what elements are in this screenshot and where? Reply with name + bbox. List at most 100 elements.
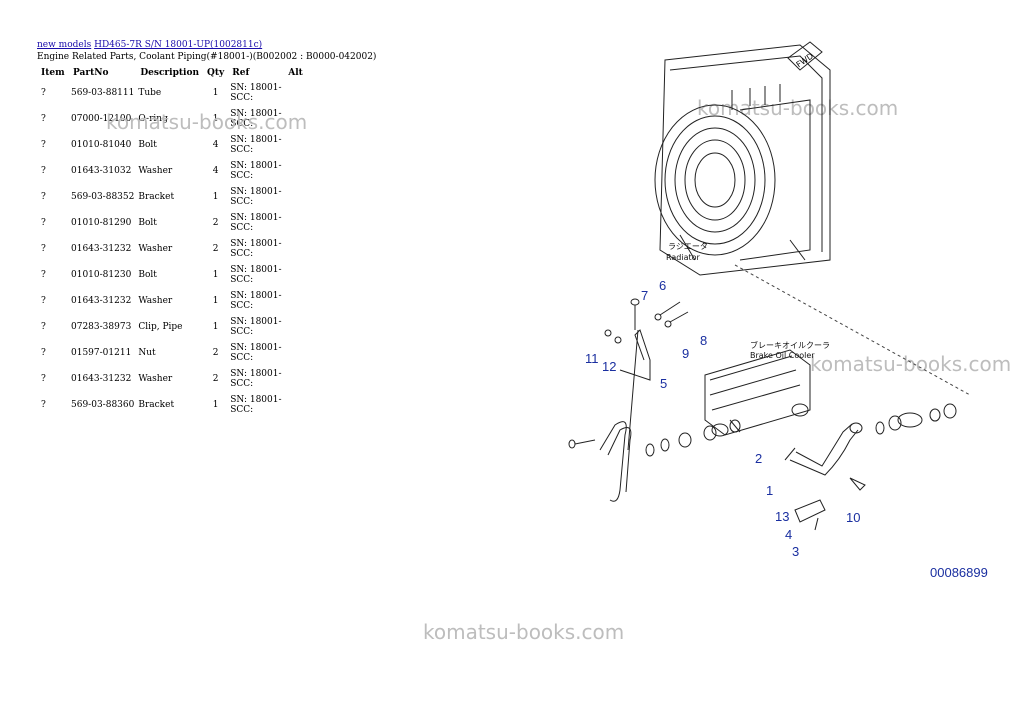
cell-qty: 4 xyxy=(212,140,219,150)
table-row: ? 01010-81040 Bolt 4 SN: 18001-SCC: xyxy=(37,132,307,158)
cell-description: Bolt xyxy=(138,140,157,150)
page-subtitle: Engine Related Parts, Coolant Piping(#18… xyxy=(37,52,377,62)
cell-ref: SN: 18001-SCC: xyxy=(230,187,282,207)
watermark: komatsu-books.com xyxy=(697,96,899,120)
cell-qty: 1 xyxy=(212,114,219,124)
callout-7: 7 xyxy=(641,288,648,303)
cell-item: ? xyxy=(41,166,46,176)
callout-10: 10 xyxy=(846,510,860,525)
cell-item: ? xyxy=(41,270,46,280)
hose-fittings xyxy=(645,403,957,457)
cell-partno: 01010-81230 xyxy=(71,270,132,280)
callout-11: 11 xyxy=(585,351,599,366)
breadcrumb-link-model[interactable]: HD465-7R S/N 18001-UP(1002811c) xyxy=(94,40,263,50)
watermark: komatsu-books.com xyxy=(810,352,1012,376)
cell-alt xyxy=(284,184,307,210)
callout-5: 5 xyxy=(660,376,667,391)
cooler-jp-label: ブレーキオイルクーラ xyxy=(750,340,830,350)
parts-diagram: FWD ラジエータ Radiator ブレーキオイルクーラ Brake Oil … xyxy=(568,41,971,559)
radiator-drawing xyxy=(654,44,831,276)
table-row: ? 07283-38973 Clip, Pipe 1 SN: 18001-SCC: xyxy=(37,314,307,340)
cell-ref: SN: 18001-SCC: xyxy=(230,135,282,155)
column-header-description: Description xyxy=(140,68,199,78)
cell-description: Washer xyxy=(138,374,173,384)
cell-ref: SN: 18001-SCC: xyxy=(230,291,282,311)
callout-6: 6 xyxy=(659,278,666,293)
cell-description: Bolt xyxy=(138,270,157,280)
cell-partno: 01643-31232 xyxy=(71,374,132,384)
cell-partno: 01643-31232 xyxy=(71,244,132,254)
cell-qty: 1 xyxy=(212,322,219,332)
cell-item: ? xyxy=(41,296,46,306)
breadcrumb: new models HD465-7R S/N 18001-UP(1002811… xyxy=(37,40,262,51)
cell-ref: SN: 18001-SCC: xyxy=(230,213,282,233)
bracket-drawing xyxy=(604,298,866,531)
cell-ref: SN: 18001-SCC: xyxy=(230,265,282,285)
cell-ref: SN: 18001-SCC: xyxy=(230,343,282,363)
cell-item: ? xyxy=(41,88,46,98)
cell-qty: 1 xyxy=(212,400,219,410)
cell-alt xyxy=(284,132,307,158)
cell-description: Bolt xyxy=(138,218,157,228)
left-pipe-drawing xyxy=(568,421,632,502)
pipe-tube-drawing xyxy=(784,422,863,476)
cell-item: ? xyxy=(41,140,46,150)
radiator-label: Radiator xyxy=(666,253,701,262)
cell-alt xyxy=(284,158,307,184)
breadcrumb-link-new-models[interactable]: new models xyxy=(37,40,92,50)
table-row: ? 01643-31232 Washer 1 SN: 18001-SCC: xyxy=(37,288,307,314)
column-header-partno: PartNo xyxy=(73,68,109,78)
cell-partno: 01010-81040 xyxy=(71,140,132,150)
column-header-ref: Ref xyxy=(232,68,250,78)
watermark: komatsu-books.com xyxy=(106,110,308,134)
cell-item: ? xyxy=(41,244,46,254)
cell-alt xyxy=(284,288,307,314)
cell-description: Washer xyxy=(138,166,173,176)
cell-alt xyxy=(284,392,307,418)
cell-description: Bracket xyxy=(138,400,175,410)
cell-description: Clip, Pipe xyxy=(138,322,183,332)
watermark: komatsu-books.com xyxy=(423,620,625,644)
callout-2: 2 xyxy=(755,451,762,466)
cell-qty: 1 xyxy=(212,296,219,306)
drawing-id: 00086899 xyxy=(930,565,988,580)
cell-qty: 2 xyxy=(212,348,219,358)
cell-description: Washer xyxy=(138,296,173,306)
callout-8: 8 xyxy=(700,333,707,348)
cell-item: ? xyxy=(41,374,46,384)
cell-item: ? xyxy=(41,192,46,202)
cell-qty: 4 xyxy=(212,166,219,176)
cell-alt xyxy=(284,366,307,392)
cell-description: Washer xyxy=(138,244,173,254)
cell-partno: 569-03-88352 xyxy=(71,192,135,202)
cell-qty: 2 xyxy=(212,374,219,384)
fwd-label: FWD xyxy=(795,51,815,69)
cell-alt xyxy=(284,80,307,106)
leader-line xyxy=(734,264,971,396)
callout-13: 13 xyxy=(775,509,789,524)
callout-9: 9 xyxy=(682,346,689,361)
cell-item: ? xyxy=(41,322,46,332)
cell-ref: SN: 18001-SCC: xyxy=(230,317,282,337)
cell-partno: 07283-38973 xyxy=(71,322,132,332)
callout-1: 1 xyxy=(766,483,773,498)
column-header-item: Item xyxy=(41,68,65,78)
cell-qty: 2 xyxy=(212,244,219,254)
cell-partno: 01643-31232 xyxy=(71,296,132,306)
cell-alt xyxy=(284,340,307,366)
cell-partno: 01010-81290 xyxy=(71,218,132,228)
cell-alt xyxy=(284,314,307,340)
cell-ref: SN: 18001-SCC: xyxy=(230,83,282,103)
cell-item: ? xyxy=(41,114,46,124)
cell-qty: 2 xyxy=(212,218,219,228)
radiator-jp-label: ラジエータ xyxy=(668,242,708,251)
